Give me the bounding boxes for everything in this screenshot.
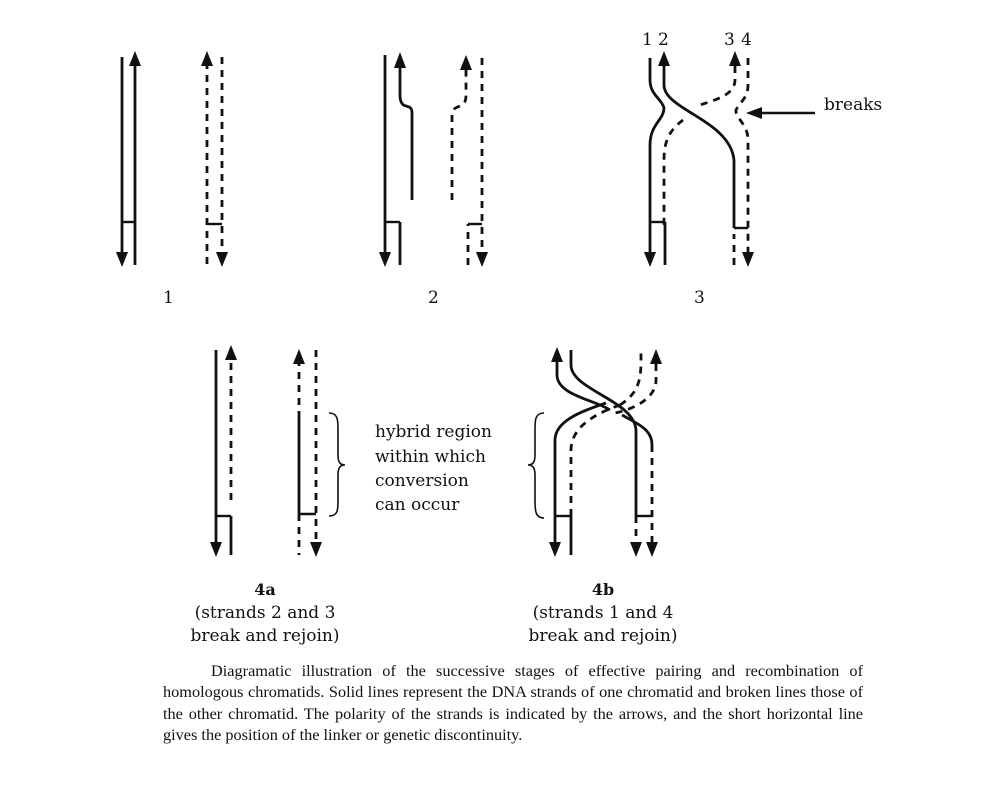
stage-4b-arrowhead-down bbox=[630, 542, 642, 557]
strand-number-3: 3 bbox=[724, 30, 735, 50]
hybrid-region-line-2: within which bbox=[375, 447, 486, 467]
stage-4b-strand-4 bbox=[614, 364, 658, 542]
stage-4b-label: 4b bbox=[592, 580, 614, 599]
hybrid-region-line-1: hybrid region bbox=[375, 422, 492, 442]
stage-2-diagram bbox=[379, 52, 488, 267]
stage-4a-subtitle-line-1: (strands 2 and 3 bbox=[195, 603, 336, 623]
stage-4b-arrowhead-up bbox=[551, 347, 563, 362]
strand-number-1: 1 bbox=[642, 30, 653, 50]
stage-1-arrowhead-up bbox=[129, 51, 141, 66]
stage-3-strand-2 bbox=[662, 66, 736, 228]
stage-2-strand-3 bbox=[450, 70, 468, 200]
stage-4b-diagram bbox=[527, 347, 662, 557]
strand-number-2: 2 bbox=[658, 30, 669, 50]
stage-4a-arrowhead-up bbox=[225, 345, 237, 360]
stage-1-diagram bbox=[116, 51, 228, 267]
stage-1-arrowhead-up bbox=[201, 51, 213, 66]
hybrid-region-line-3: conversion bbox=[375, 471, 469, 491]
stage-2-arrowhead-down bbox=[379, 252, 391, 267]
stage-1-label: 1 bbox=[163, 288, 174, 308]
stage-4b-arrowhead-up bbox=[650, 349, 662, 364]
stage-4a-subtitle-line-2: break and rejoin) bbox=[191, 626, 340, 646]
stage-2-label: 2 bbox=[428, 288, 439, 308]
stage-3-strand-3 bbox=[662, 66, 737, 228]
stage-2-arrowhead-up bbox=[460, 55, 472, 70]
stage-3-diagram bbox=[644, 51, 815, 267]
figure-caption: Diagramatic illustration of the successi… bbox=[163, 661, 863, 744]
stage-3-arrowhead-up bbox=[658, 51, 670, 66]
hybrid-region-brace bbox=[328, 412, 346, 517]
stage-3-arrowhead-up bbox=[729, 51, 741, 66]
stage-4a-arrowhead-up bbox=[293, 349, 305, 364]
stage-4b-strand-4-solid bbox=[621, 413, 654, 446]
stage-4b-arrowhead-down bbox=[549, 542, 561, 557]
stage-2-arrowhead-down bbox=[476, 252, 488, 267]
stage-3-strand-4 bbox=[734, 58, 750, 252]
hybrid-region-brace-4b bbox=[527, 412, 545, 519]
stage-4b-strand-3 bbox=[569, 403, 621, 516]
stage-2-arrowhead-up bbox=[394, 52, 406, 68]
stage-3-arrowhead-down bbox=[644, 252, 656, 267]
breaks-pointer-arrowhead bbox=[746, 107, 762, 119]
stage-4a-diagram bbox=[210, 345, 346, 557]
stage-2-strand-2 bbox=[398, 68, 414, 265]
stage-4b-subtitle-line-1: (strands 1 and 4 bbox=[533, 603, 674, 623]
stage-4a-arrowhead-down bbox=[310, 542, 322, 557]
stage-4a-arrowhead-down bbox=[210, 542, 222, 557]
stage-3-label: 3 bbox=[694, 288, 705, 308]
stage-3-strand-1 bbox=[648, 58, 666, 252]
stage-4a-label: 4a bbox=[254, 580, 276, 599]
breaks-label: breaks bbox=[824, 95, 882, 115]
stage-4b-strand-3-upper bbox=[619, 350, 643, 407]
stage-3-arrowhead-down bbox=[742, 252, 754, 267]
stage-1-arrowhead-down bbox=[216, 252, 228, 267]
strand-number-4: 4 bbox=[741, 30, 752, 50]
stage-4b-strand-2 bbox=[569, 350, 638, 516]
stage-4b-subtitle-line-2: break and rejoin) bbox=[529, 626, 678, 646]
hybrid-region-line-4: can occur bbox=[375, 495, 460, 515]
stage-4b-strand-1-lower bbox=[553, 401, 607, 542]
stage-4b-arrowhead-down bbox=[646, 542, 658, 557]
stage-4b-strand-1 bbox=[555, 360, 611, 412]
stage-1-arrowhead-down bbox=[116, 252, 128, 267]
